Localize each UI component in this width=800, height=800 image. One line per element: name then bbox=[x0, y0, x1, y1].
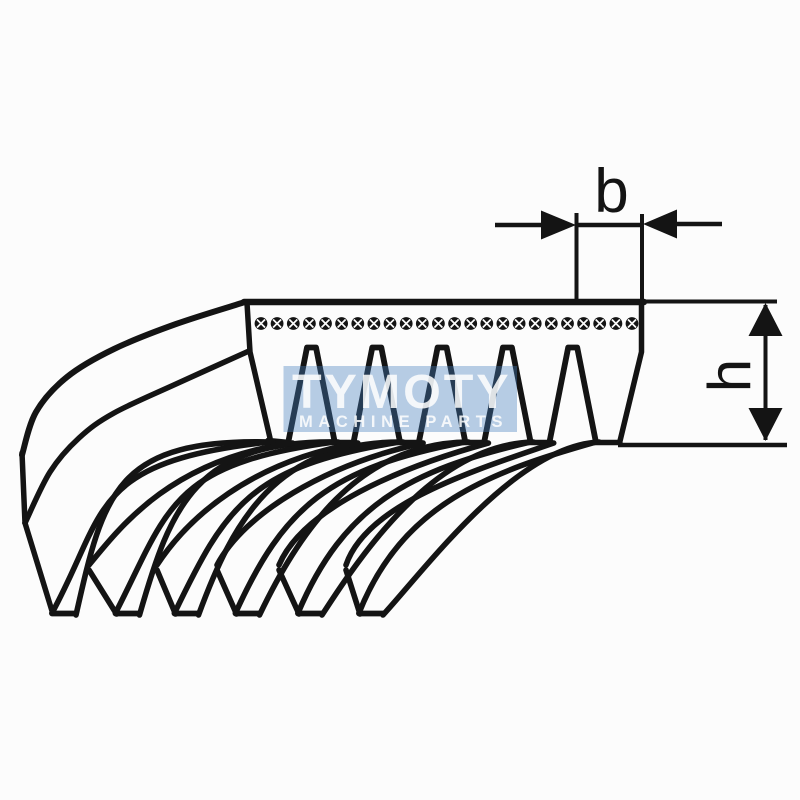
svg-text:b: b bbox=[594, 157, 628, 226]
svg-text:h: h bbox=[696, 359, 763, 392]
svg-text:TYMOTY: TYMOTY bbox=[292, 365, 511, 419]
svg-text:MACHINE PARTS: MACHINE PARTS bbox=[299, 413, 508, 431]
